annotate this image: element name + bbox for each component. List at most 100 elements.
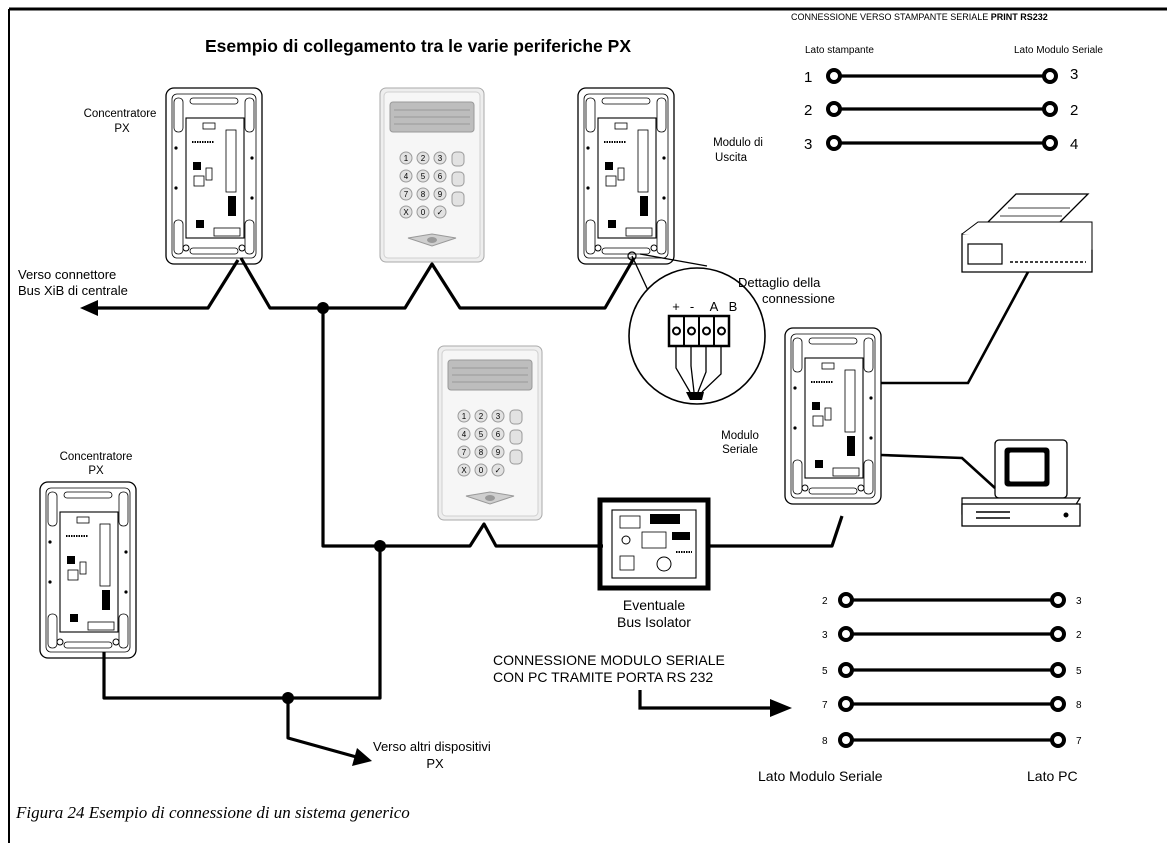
key-x: X: [403, 208, 409, 217]
key-1: 1: [462, 412, 467, 421]
printer-pin-right-3: 4: [1070, 136, 1078, 153]
terminal-a: A: [710, 299, 719, 314]
diagram-title: Esempio di collegamento tra le varie per…: [205, 36, 631, 56]
device-labels: Concentratore PX Modulo di Uscita Modulo…: [60, 108, 763, 477]
pin-terminal-icon: [838, 626, 854, 642]
pc-pin-left-2: 3: [822, 630, 828, 641]
printer-icon: [961, 193, 1093, 273]
arrow-left-icon: [80, 300, 98, 316]
dettaglio-label-line2: connessione: [762, 291, 835, 306]
pin-terminal-icon: [1042, 135, 1058, 151]
pin-terminal-icon: [826, 68, 842, 84]
pc-pin-left-5: 8: [822, 736, 828, 747]
arrow-right-icon: [770, 699, 792, 717]
pc-right-footer: Lato PC: [1027, 768, 1078, 784]
verso-connettore-label-2: Bus XiB di centrale: [18, 283, 128, 298]
figure-caption: Figura 24 Esempio di connessione di un s…: [15, 803, 410, 822]
key-5: 5: [479, 430, 484, 439]
key-4: 4: [404, 172, 409, 181]
pc-pin-left-4: 7: [822, 700, 828, 711]
pc-pin-left-1: 2: [822, 596, 828, 607]
bus-isolator-label: Eventuale: [623, 597, 685, 613]
pin-terminal-icon: [1050, 696, 1066, 712]
bus-wiring: [95, 257, 844, 760]
pin-terminal-icon: [838, 662, 854, 678]
key-x: X: [461, 466, 467, 475]
pin-terminal-icon: [826, 135, 842, 151]
verso-altri-label: Verso altri dispositivi: [373, 739, 491, 754]
key-3: 3: [496, 412, 501, 421]
pin-terminal-icon: [1050, 592, 1066, 608]
dettaglio-label-line1: Dettaglio della: [738, 275, 821, 290]
pin-terminal-icon: [1050, 662, 1066, 678]
key-1: 1: [404, 154, 409, 163]
key-ok: ✓: [495, 466, 502, 475]
pin-terminal-icon: [838, 592, 854, 608]
key-3: 3: [438, 154, 443, 163]
printer-pin-right-2: 2: [1070, 102, 1078, 119]
pc-pin-right-2: 2: [1076, 630, 1082, 641]
key-7: 7: [462, 448, 467, 457]
key-6: 6: [438, 172, 443, 181]
pin-terminal-icon: [1042, 68, 1058, 84]
connessione-pc-label: CONNESSIONE MODULO SERIALE: [493, 652, 725, 668]
terminal-plus: +: [672, 299, 680, 314]
concentratore-top-module: [165, 87, 263, 265]
keypad-top-keys: 1 2 3 4 5 6 7 8 9 X 0 ✓: [403, 154, 443, 217]
verso-altri-label-2: PX: [426, 756, 444, 771]
key-0: 0: [479, 466, 484, 475]
key-8: 8: [479, 448, 484, 457]
peripheral-wiring: [880, 271, 1030, 489]
modulo-uscita-label-2: Uscita: [715, 152, 748, 164]
concentratore-left-module: [39, 481, 137, 659]
key-5: 5: [421, 172, 426, 181]
printer-pin-left-2: 2: [804, 102, 812, 119]
page-frame: [8, 7, 1167, 843]
connection-detail: + - A B Dettaglio della connessione: [627, 251, 835, 405]
key-9: 9: [496, 448, 501, 457]
key-7: 7: [404, 190, 409, 199]
pc-connection-arrow: [638, 690, 792, 717]
key-2: 2: [421, 154, 426, 163]
concentratore-top-label-2: PX: [114, 123, 130, 135]
pin-terminal-icon: [826, 101, 842, 117]
arrow-down-right-icon: [352, 748, 372, 766]
keypad-middle-keys: 1 2 3 4 5 6 7 8 9 X 0 ✓: [461, 412, 501, 475]
modulo-uscita-label: Modulo di: [713, 137, 763, 149]
concentratore-top-label: Concentratore: [84, 108, 157, 120]
pc-pin-right-1: 3: [1076, 596, 1082, 607]
terminal-b: B: [729, 299, 738, 314]
pc-pin-right-3: 5: [1076, 666, 1082, 677]
concentratore-left-label-2: PX: [88, 465, 104, 477]
pc-pin-left-3: 5: [822, 666, 828, 677]
modulo-uscita-module: [577, 87, 675, 265]
key-0: 0: [421, 208, 426, 217]
terminal-minus: -: [690, 299, 694, 314]
pc-connection-table: 2 3 3 2 5 5 7 8 8 7 Lato Modulo Seriale …: [758, 592, 1082, 784]
keypad-top: [379, 87, 485, 263]
computer-icon: [961, 439, 1082, 527]
modulo-seriale-label: Modulo: [721, 430, 759, 442]
bus-isolator: [597, 497, 711, 591]
connessione-pc-label-2: CON PC TRAMITE PORTA RS 232: [493, 669, 713, 685]
pin-terminal-icon: [838, 732, 854, 748]
key-2: 2: [479, 412, 484, 421]
printer-right-header: Lato Modulo Seriale: [1014, 45, 1103, 56]
pc-pin-right-4: 8: [1076, 700, 1082, 711]
modulo-seriale-label-2: Seriale: [722, 444, 758, 456]
printer-pin-right-1: 3: [1070, 66, 1078, 83]
verso-connettore-label: Verso connettore: [18, 267, 116, 282]
pc-pin-right-5: 7: [1076, 736, 1082, 747]
key-9: 9: [438, 190, 443, 199]
pin-terminal-icon: [1042, 101, 1058, 117]
printer-connection-title: CONNESSIONE VERSO STAMPANTE SERIALE PRIN…: [791, 12, 1048, 22]
pin-terminal-icon: [1050, 732, 1066, 748]
concentratore-left-label: Concentratore: [60, 451, 133, 463]
bus-arrows: [80, 300, 372, 766]
key-ok: ✓: [437, 208, 444, 217]
modulo-seriale-module: [784, 327, 882, 505]
pin-terminal-icon: [838, 696, 854, 712]
key-6: 6: [496, 430, 501, 439]
pc-left-footer: Lato Modulo Seriale: [758, 768, 883, 784]
